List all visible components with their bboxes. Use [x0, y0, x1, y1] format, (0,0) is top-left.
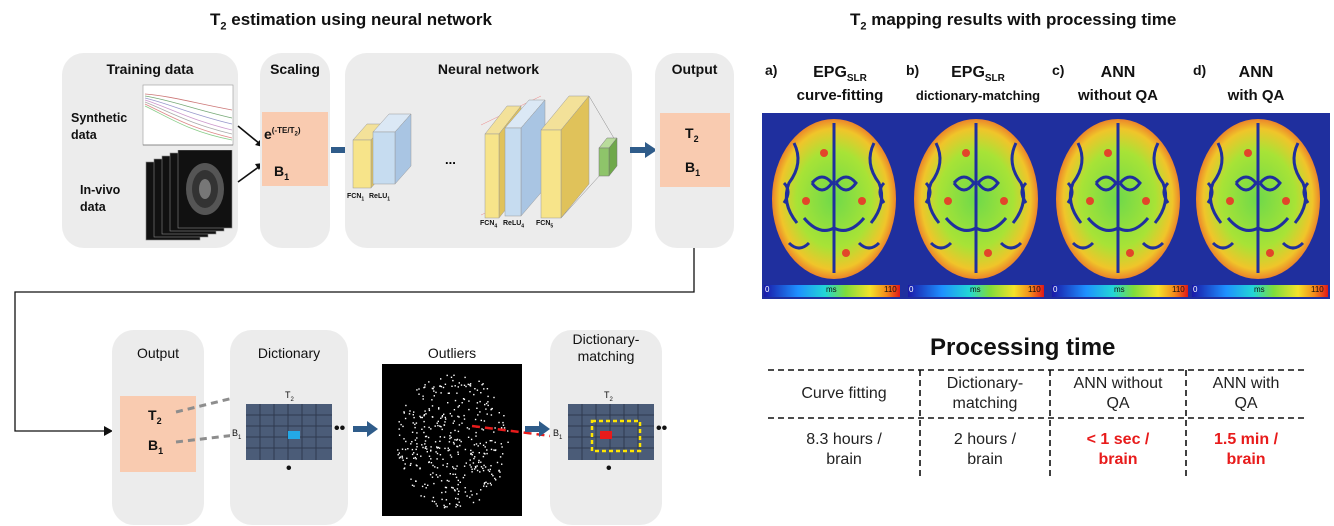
output-header-top: Output — [671, 61, 718, 77]
output-t2-bottom: T2 — [148, 407, 162, 426]
invivo-data-label: In-vivo data — [80, 183, 121, 214]
brain-map-a — [772, 119, 896, 279]
cb-d-unit: ms — [1254, 285, 1265, 294]
training-data-header: Training data — [106, 61, 194, 77]
map-c-title1: ANN — [1100, 64, 1136, 81]
cb-c-max: 110 — [1172, 285, 1185, 294]
left-title: T2 estimation using neural network — [210, 10, 492, 33]
map-c-letter: c) — [1052, 62, 1065, 78]
synthetic-curves-plot — [142, 84, 234, 146]
value-ann-without-qa: < 1 sec / brain — [1086, 431, 1150, 468]
matching-b1: B1 — [553, 428, 563, 441]
label-relu4: ReLU4 — [503, 220, 525, 230]
dictionary-header: Dictionary — [257, 345, 321, 361]
label-fcn5: FCN5 — [536, 220, 554, 230]
cb-a-max: 110 — [884, 285, 897, 294]
brain-map-c — [1056, 119, 1180, 279]
scaling-b1: B1 — [274, 163, 290, 182]
cb-c-unit: ms — [1114, 285, 1125, 294]
cb-d-min: 0 — [1193, 285, 1198, 294]
label-fcn1: FCN1 — [347, 193, 365, 203]
value-dictionary-matching: 2 hours / brain — [953, 431, 1017, 468]
processing-table: Curve fitting Dictionary- matching ANN w… — [768, 370, 1306, 470]
map-a-title2: curve-fitting — [796, 87, 884, 104]
outliers-to-matching-arrow — [525, 421, 550, 437]
output-b1-top: B1 — [685, 159, 701, 178]
matching-t2: T2 — [604, 390, 613, 403]
colorbars — [764, 285, 1328, 297]
neural-network-header: Neural network — [437, 61, 540, 77]
map-b-letter: b) — [906, 62, 920, 78]
header-ann-with-qa: ANN with QA — [1212, 375, 1280, 412]
value-curve-fitting: 8.3 hours / brain — [806, 431, 882, 468]
output-box-top — [660, 113, 730, 187]
output-b1-bottom: B1 — [148, 437, 164, 456]
matching-grid — [568, 404, 654, 460]
brain-map-d — [1196, 119, 1320, 279]
value-ann-with-qa: 1.5 min / brain — [1213, 431, 1279, 468]
map-d-letter: d) — [1193, 62, 1207, 78]
map-b-title2: dictionary-matching — [915, 88, 1041, 103]
right-title: T2 mapping results with processing time — [850, 10, 1177, 33]
dictionary-dots-v: • — [286, 460, 292, 477]
cb-a-unit: ms — [826, 285, 837, 294]
map-a-letter: a) — [765, 62, 778, 78]
header-dictionary-matching: Dictionary- matching — [946, 375, 1024, 412]
dictionary-b1: B1 — [232, 428, 242, 441]
output-header-bottom: Output — [136, 345, 180, 361]
cb-b-max: 110 — [1028, 285, 1041, 294]
scaling-box — [262, 112, 328, 186]
cb-a-min: 0 — [765, 285, 770, 294]
output-box-bottom — [120, 396, 196, 472]
map-c-title2: without QA — [1078, 87, 1158, 104]
dictionary-to-outliers-arrow — [353, 421, 378, 437]
matching-dots-h: •• — [656, 420, 668, 437]
processing-table-lines — [768, 369, 1306, 476]
synthetic-data-label: Synthetic data — [71, 111, 128, 142]
dictionary-t2: T2 — [285, 390, 294, 403]
brain-map-b — [914, 119, 1038, 279]
cb-b-min: 0 — [909, 285, 914, 294]
cb-c-min: 0 — [1053, 285, 1058, 294]
dictionary-grid — [246, 404, 332, 460]
dictionary-dots-h: •• — [334, 420, 346, 437]
cb-b-unit: ms — [970, 285, 981, 294]
map-a-title1: EPGSLR — [813, 64, 867, 85]
scaling-header: Scaling — [270, 61, 320, 77]
output-t2-top: T2 — [685, 125, 699, 144]
network-ellipsis: ... — [445, 152, 456, 167]
header-ann-without-qa: ANN without QA — [1073, 375, 1163, 412]
t2-brain-maps — [772, 119, 1320, 279]
label-relu1: ReLU1 — [369, 193, 391, 203]
map-d-title2: with QA — [1227, 87, 1285, 104]
scaling-exp: e(-TE/T2) — [264, 126, 301, 142]
matching-dots-v: • — [606, 460, 612, 477]
map-b-title1: EPGSLR — [951, 64, 1005, 85]
cb-d-max: 110 — [1311, 285, 1324, 294]
network-layers: ... — [352, 95, 618, 219]
outliers-image — [382, 364, 522, 516]
matching-header: Dictionary- matching — [572, 331, 640, 364]
network-to-output-arrow — [630, 142, 657, 158]
label-fcn4: FCN4 — [480, 220, 498, 230]
outliers-header: Outliers — [427, 345, 477, 361]
invivo-images-stack — [145, 150, 233, 241]
connector-line — [14, 248, 695, 436]
map-d-title1: ANN — [1238, 64, 1274, 81]
processing-title: Processing time — [930, 334, 1116, 361]
header-curve-fitting: Curve fitting — [801, 385, 887, 402]
